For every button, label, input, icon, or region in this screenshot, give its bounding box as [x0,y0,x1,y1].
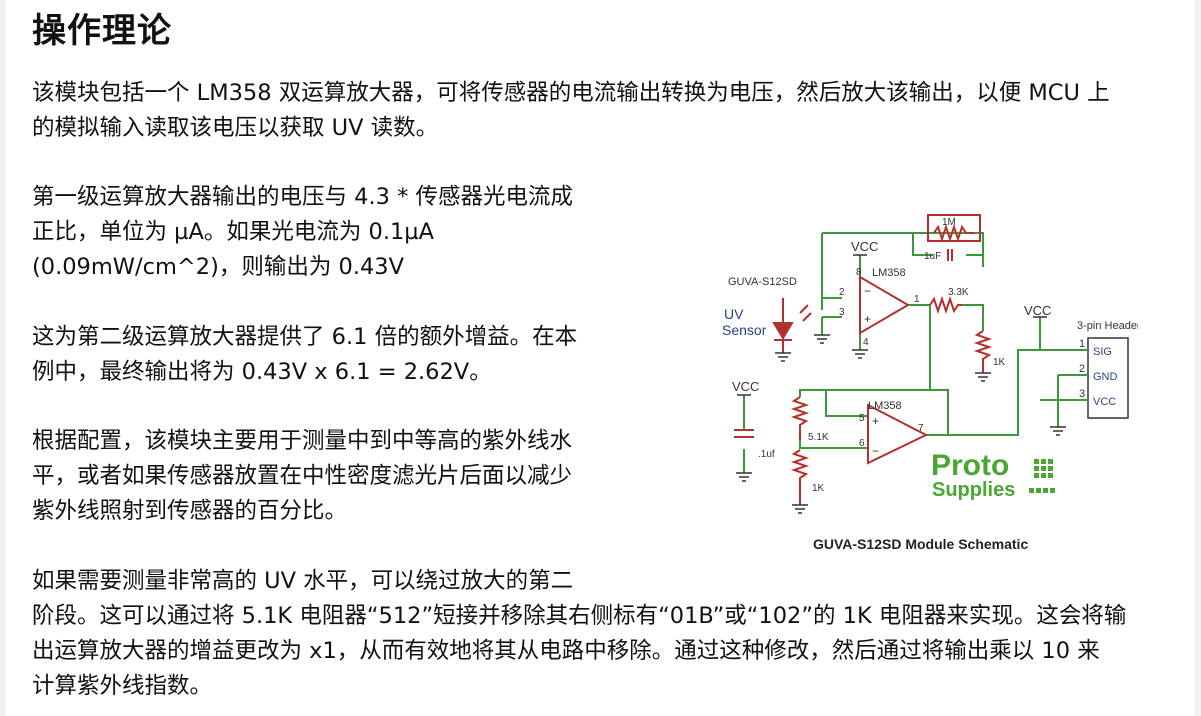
uv-photodiode-symbol [772,322,794,340]
feedback-resistor-box [927,214,981,242]
text-line: 出运算放大器的增益更改为 x1，从而有效地将其从电路中移除。通过这种修改，然后通… [32,638,1100,664]
label-pin-4: 4 [863,337,869,348]
label-header-pin-num-3: 3 [1079,388,1085,400]
schematic-figure: VCC LM358 GUVA-S12SD UV Sensor 1M 1uF 3.… [718,205,1141,560]
text-line: 第一级运算放大器输出的电压与 4.3 * 传感器光电流成 [32,184,573,210]
schematic-components [734,214,993,505]
label-c-01uf: .1uf [758,449,775,460]
label-vcc-header: VCC [1024,303,1051,318]
label-vcc-opamp1: VCC [851,239,878,254]
resistor-3k3-symbol [929,295,962,315]
label-minus-opamp2: − [872,444,879,458]
paragraph-bypass: 如果需要测量非常高的 UV 水平，可以绕过放大的第二 阶段。这可以通过将 5.1… [32,564,1126,704]
label-plus-opamp1: + [864,312,871,326]
label-opamp1: LM358 [872,267,906,279]
label-header-pin-num-1: 1 [1079,338,1085,350]
text-line: 该模块包括一个 LM358 双运算放大器，可将传感器的电流输出转换为电压，然后放… [32,80,1110,106]
text-line: 正比，单位为 µA。如果光电流为 0.1µA [32,219,435,245]
text-line: 平，或者如果传感器放置在中性密度滤光片后面以减少 [32,463,573,489]
schematic-diagram: VCC LM358 GUVA-S12SD UV Sensor 1M 1uF 3.… [722,214,1141,552]
left-gutter [0,0,6,716]
label-r-1k-ground: 1K [812,483,825,494]
resistor-1k-ground-symbol [790,449,810,505]
label-pin-1: 1 [914,294,920,305]
label-opamp2: LM358 [868,400,902,412]
schematic-wires [743,232,1078,473]
resistor-5k1-symbol [790,396,810,440]
label-sensor-text: Sensor [722,322,767,338]
section-heading: 操作理论 [32,11,172,51]
paragraph-second-stage: 这为第二级运算放大器提供了 6.1 倍的额外增益。在本 例中，最终输出将为 0.… [32,320,577,390]
paragraph-first-stage: 第一级运算放大器输出的电压与 4.3 * 传感器光电流成 正比，单位为 µA。如… [32,180,573,285]
label-vcc-bypass: VCC [732,379,759,394]
resistor-1k-load-symbol [973,330,993,373]
opamp-1-symbol [859,275,910,335]
label-pin-3: 3 [839,307,845,318]
label-pin-7: 7 [918,423,924,434]
text-line: 的模拟输入读取该电压以获取 UV 读数。 [32,115,439,141]
schematic-caption: GUVA-S12SD Module Schematic [813,536,1028,552]
label-sensor-uv: UV [724,306,744,322]
label-sensor-part: GUVA-S12SD [728,276,797,288]
text-line: 如果需要测量非常高的 UV 水平，可以绕过放大的第二 [32,568,574,594]
label-c-1uf: 1uF [924,251,941,262]
text-line: 阶段。这可以通过将 5.1K 电阻器“512”短接并移除其右侧标有“01B”或“… [32,603,1127,629]
label-header-pin-gnd: GND [1093,371,1118,383]
label-pin-5: 5 [859,413,865,424]
label-r-5k1: 5.1K [808,432,829,443]
text-line: 计算紫外线指数。 [32,673,213,699]
header-connector [1087,337,1129,419]
opamp-2-symbol [867,403,929,465]
label-pin-2: 2 [839,287,845,298]
ground-symbols [736,254,1066,514]
label-r-1m: 1M [942,217,956,228]
label-minus-opamp1: − [864,284,871,298]
text-line: 紫外线照射到传感器的百分比。 [32,498,348,524]
label-pin-6: 6 [859,438,865,449]
paragraph-configuration: 根据配置，该模块主要用于测量中到中等高的紫外线水 平，或者如果传感器放置在中性密… [32,424,572,529]
label-header-pin-vcc: VCC [1093,396,1116,408]
right-gutter [1195,0,1201,716]
logo-proto: Proto [931,449,1009,482]
label-r-3k3: 3.3K [948,287,969,298]
label-header-pin-sig: SIG [1093,346,1112,358]
label-header-title: 3-pin Header [1077,320,1138,332]
paragraph-intro: 该模块包括一个 LM358 双运算放大器，可将传感器的电流输出转换为电压，然后放… [32,76,1197,146]
text-line: 这为第二级运算放大器提供了 6.1 倍的额外增益。在本 [32,324,578,350]
text-line: (0.09mW/cm^2)，则输出为 0.43V [32,254,404,280]
label-r-1k-load: 1K [993,357,1006,368]
label-header-pin-num-2: 2 [1079,363,1085,375]
label-plus-opamp2: + [872,414,879,428]
logo-supplies: Supplies [932,479,1015,501]
resistor-1m-symbol [933,223,974,243]
logo-grid-icon [1029,459,1055,493]
text-line: 例中，最终输出将为 0.43V x 6.1 = 2.62V。 [32,359,492,385]
text-line: 根据配置，该模块主要用于测量中到中等高的紫外线水 [32,428,573,454]
label-pin-8: 8 [856,267,862,278]
